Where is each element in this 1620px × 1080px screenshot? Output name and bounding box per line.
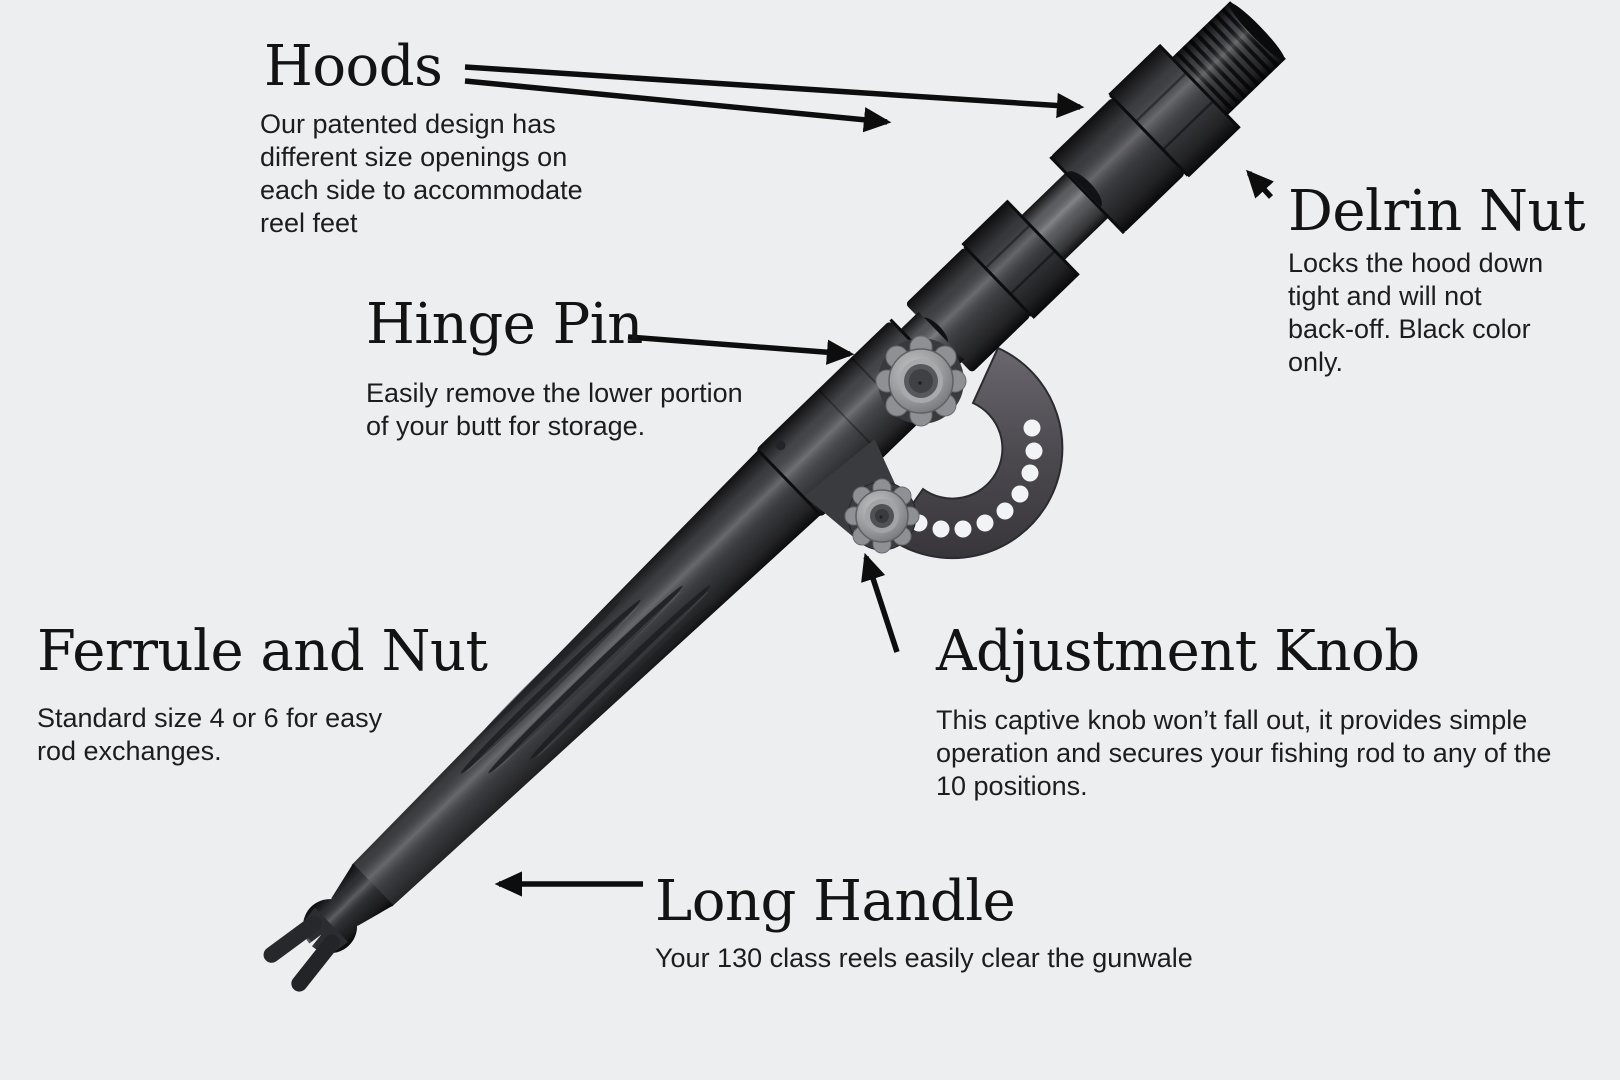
ferrule-description: Standard size 4 or 6 for easy rod exchan… — [37, 702, 488, 768]
label-hinge-pin: Hinge Pin Easily remove the lower portio… — [366, 294, 743, 443]
label-hoods: Hoods Our patented design has different … — [260, 36, 583, 240]
hoods-desc-line: each side to accommodate — [260, 175, 583, 205]
long-handle-description: Your 130 class reels easily clear the gu… — [655, 942, 1193, 975]
arrow-hinge-pin — [627, 334, 855, 365]
arrow-adjustment-knob — [861, 552, 900, 653]
label-delrin-nut: Delrin Nut Locks the hood down tight and… — [1288, 179, 1586, 379]
gimbal-fork-end — [263, 863, 394, 992]
arrow-hoods-lower — [464, 78, 892, 133]
delrin-nut-title: Delrin Nut — [1288, 179, 1586, 244]
hoods-desc-line: different size openings on — [260, 142, 568, 172]
label-ferrule-and-nut: Ferrule and Nut Standard size 4 or 6 for… — [37, 621, 488, 768]
hoods-description: Our patented design has different size o… — [260, 108, 583, 240]
hinge-pin-knob — [875, 335, 967, 427]
bracket-position-holes — [910, 419, 1043, 538]
hinge-desc-line: Easily remove the lower portion — [366, 378, 743, 408]
adjustment-knob-title: Adjustment Knob — [936, 619, 1420, 684]
hinge-desc-line: of your butt for storage. — [366, 411, 646, 441]
long-handle-desc-line: Your 130 class reels easily clear the gu… — [655, 943, 1193, 973]
handle-flutes — [460, 585, 711, 774]
ferrule-and-nut-title: Ferrule and Nut — [37, 619, 488, 684]
delrin-desc-line: Locks the hood down — [1288, 248, 1544, 278]
delrin-nut-part — [1108, 45, 1240, 178]
label-adjustment-knob: Adjustment Knob This captive knob won’t … — [936, 621, 1551, 803]
adjustment-knob-part — [844, 478, 920, 554]
position-bracket — [887, 346, 1064, 560]
arrow-hoods-upper — [464, 64, 1085, 119]
delrin-desc-line: only. — [1288, 347, 1344, 377]
hoods-desc-line: Our patented design has — [260, 109, 556, 139]
label-long-handle: Long Handle Your 130 class reels easily … — [655, 871, 1193, 975]
delrin-desc-line: back-off. Black color — [1288, 314, 1531, 344]
hoods-desc-line: reel feet — [260, 208, 358, 238]
ferrule-part — [906, 199, 1080, 372]
ferrule-desc-line: rod exchanges. — [37, 736, 222, 766]
adjustment-knob-description: This captive knob won’t fall out, it pro… — [936, 704, 1551, 803]
hoods-title: Hoods — [264, 34, 443, 99]
long-handle-title: Long Handle — [655, 869, 1016, 934]
delrin-desc-line: tight and will not — [1288, 281, 1482, 311]
adjust-desc-line: operation and secures your fishing rod t… — [936, 738, 1552, 768]
ferrule-desc-line: Standard size 4 or 6 for easy — [37, 703, 383, 733]
hinge-pin-description: Easily remove the lower portion of your … — [366, 377, 743, 443]
long-handle-part — [351, 449, 822, 907]
adjust-desc-line: 10 positions. — [936, 771, 1088, 801]
delrin-nut-description: Locks the hood down tight and will not b… — [1288, 247, 1585, 379]
arrow-delrin-nut — [1246, 169, 1274, 199]
adjust-desc-line: This captive knob won’t fall out, it pro… — [936, 705, 1528, 735]
hinge-pin-title: Hinge Pin — [366, 292, 643, 357]
